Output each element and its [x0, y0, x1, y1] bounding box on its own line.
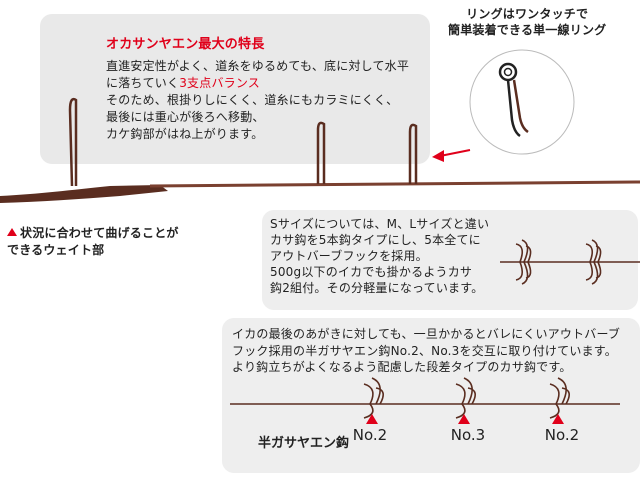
marker-triangle-icon: [366, 414, 378, 424]
hook-number-label: No.2: [544, 426, 580, 444]
feature-line-1: 直進安定性がよく、道糸をゆるめても、底に対して水平: [106, 59, 410, 73]
s-size-line-5: 鈎2組付。その分軽量になっています。: [270, 281, 484, 295]
s-size-line-3: アウトバーブフックを採用。: [270, 249, 428, 263]
feature-line-3: そのため、根掛りしにくく、道糸にもカラミにくく、: [106, 93, 399, 107]
ring-icon: [498, 62, 529, 138]
hook-text: イカの最後のあがきに対しても、一旦かかるとバレにくいアウトバーブ フック採用の半…: [232, 326, 620, 376]
feature-body: 直進安定性がよく、道糸をゆるめても、底に対して水平 に落ちていく3支点バランス …: [106, 58, 409, 143]
marker-triangle-icon: [7, 228, 17, 236]
feature-line-5: カケ鈎部がはね上がります。: [106, 127, 264, 141]
weight-caption: 状況に合わせて曲げることが できるウェイト部: [7, 225, 179, 259]
balance-highlight: 3支点バランス: [179, 76, 260, 90]
s-size-line-4: 500g以下のイカでも掛かるようカサ: [270, 265, 473, 279]
hook-panel: [222, 318, 640, 473]
feature-panel: [40, 14, 430, 164]
hook-line-icon: [230, 377, 620, 419]
ring-caption-line-1: リングはワンタッチで: [466, 7, 589, 21]
s-size-line-2: カサ鈎を5本鈎タイプにし、5本全てに: [270, 233, 481, 247]
weight-caption-line-2: できるウェイト部: [7, 243, 105, 257]
hook-number-label: No.2: [352, 426, 388, 444]
feature-title: オカサンヤエン最大の特長: [106, 37, 265, 52]
s-size-panel: [262, 210, 638, 310]
marker-triangle-icon: [552, 414, 564, 424]
hook-kind-label: 半ガサヤエン鈎: [258, 436, 350, 451]
ring-caption: リングはワンタッチで 簡単装着できる単一線リング: [448, 6, 606, 38]
rod-eye-front: [68, 97, 78, 187]
s-size-hook-icon: [500, 239, 640, 285]
weight-caption-line-1: 状況に合わせて曲げることが: [20, 226, 179, 240]
hook-line-3: より鈎立ちがよくなるよう配慮した段差タイプのカサ鈎です。: [232, 360, 572, 374]
ring-detail-circle: [469, 49, 575, 155]
marker-triangle-icon: [458, 414, 470, 424]
ring-arrow-head: [432, 150, 444, 162]
feature-line-2: に落ちていく3支点バランス: [106, 76, 260, 90]
s-size-line-1: Sサイズについては、M、Lサイズと違い: [270, 217, 490, 231]
rod-shaft: [149, 180, 640, 188]
rod-eye-rear: [408, 123, 418, 184]
feature-line-4: 最後には重心が後ろへ移動、: [106, 110, 265, 124]
rod-eye-middle: [316, 121, 326, 184]
s-size-text: Sサイズについては、M、Lサイズと違い カサ鈎を5本鈎タイプにし、5本全てに ア…: [270, 216, 489, 296]
hook-line-1: イカの最後のあがきに対しても、一旦かかるとバレにくいアウトバーブ: [232, 327, 621, 341]
ring-arrow-line: [439, 149, 471, 157]
rod-weight-section: [0, 185, 168, 203]
ring-caption-line-2: 簡単装着できる単一線リング: [448, 23, 607, 37]
hook-line-2: フック採用の半ガサヤエン鈎No.2、No.3を交互に取り付けています。: [232, 343, 617, 358]
hook-number-label: No.3: [450, 426, 486, 444]
